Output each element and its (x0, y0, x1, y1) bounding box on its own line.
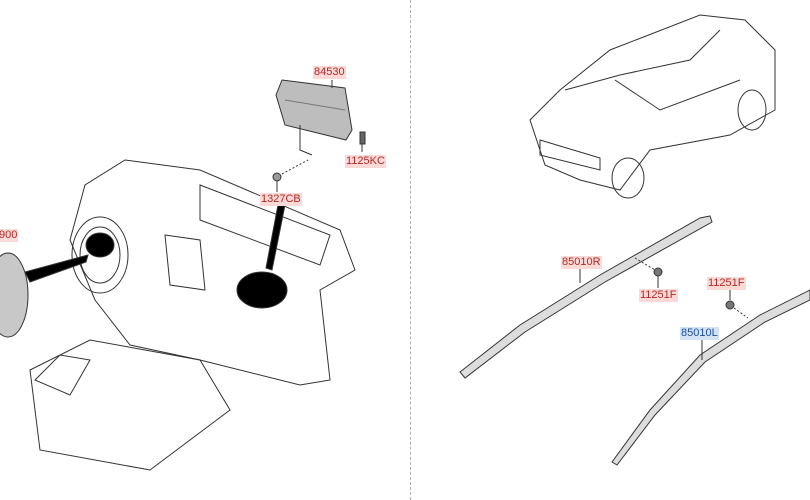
part-label-11251f-right[interactable]: 11251F (639, 289, 678, 302)
passenger-airbag-module[interactable] (275, 79, 353, 156)
curtain-airbag-left[interactable] (611, 289, 810, 466)
part-label-900[interactable]: 900 (0, 229, 19, 242)
part-label-85010r[interactable]: 85010R (561, 256, 602, 269)
part-label-84530[interactable]: 84530 (313, 66, 346, 79)
bolt-1125kc[interactable] (359, 131, 366, 152)
vehicle-illustration (529, 14, 776, 199)
curtain-airbag-right[interactable] (459, 215, 713, 379)
part-label-1327cb[interactable]: 1327CB (260, 193, 302, 206)
bolt-11251f-right[interactable] (634, 257, 663, 288)
steering-airbag-module[interactable] (0, 252, 29, 338)
section-divider (410, 0, 411, 500)
part-label-85010l[interactable]: 85010L (680, 327, 719, 340)
part-label-1125kc[interactable]: 1125KC (345, 155, 386, 168)
bolt-11251f-left[interactable] (725, 290, 749, 319)
nut-1327cb[interactable] (272, 159, 309, 192)
driver-airbag-highlight (24, 232, 115, 283)
dashboard-panel (29, 159, 356, 471)
part-label-11251f-left[interactable]: 11251F (707, 277, 746, 290)
passenger-airbag-highlight (236, 204, 288, 309)
